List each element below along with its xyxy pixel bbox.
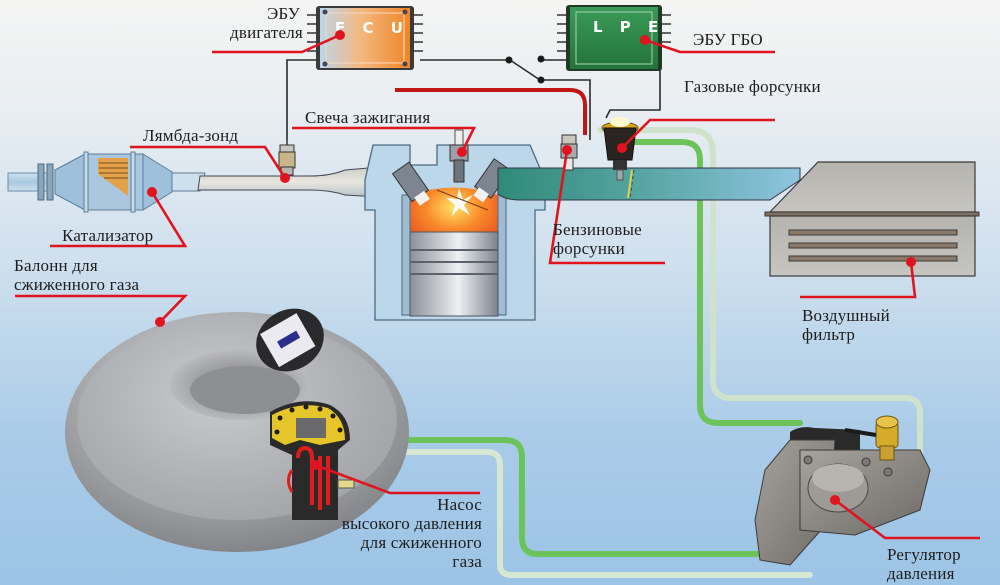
label-regulator-line1: Регулятор xyxy=(887,545,961,564)
callout-pump xyxy=(314,463,480,495)
label-petrol-injectors-line2: форсунки xyxy=(553,239,625,258)
label-pump-line1: Насос xyxy=(437,495,482,514)
label-catalyst: Катализатор xyxy=(62,226,154,245)
lambda-probe xyxy=(278,140,296,176)
intake-manifold xyxy=(497,167,801,201)
callout-air-filter xyxy=(800,261,917,299)
callout-catalyst xyxy=(50,191,188,248)
label-ecu-engine-line1: ЭБУ xyxy=(266,4,300,23)
callout-lambda xyxy=(130,145,287,179)
tank-line-pale xyxy=(312,449,813,578)
label-pressure-regulator: Регулятор давления xyxy=(887,545,961,583)
switch-node xyxy=(537,55,545,63)
callout-ecu xyxy=(212,33,341,54)
lpg-tank xyxy=(65,308,409,552)
label-petrol-injectors-line1: Бензиновые xyxy=(553,220,642,239)
lpe-chip-label: L P E xyxy=(593,18,664,36)
callout-lpe xyxy=(644,38,775,54)
exhaust-system xyxy=(7,151,381,213)
ecu-lpg-chip: L P E xyxy=(557,5,671,71)
label-ecu-engine: ЭБУ двигателя xyxy=(230,4,303,42)
label-air-filter: Воздушный фильтр xyxy=(802,306,890,344)
label-air-filter-line2: фильтр xyxy=(802,325,856,344)
callout-dots xyxy=(147,30,916,505)
switch-node xyxy=(537,76,545,84)
label-air-filter-line1: Воздушный xyxy=(802,306,890,325)
callout-lines xyxy=(15,33,980,540)
callout-regulator xyxy=(834,498,980,540)
gas-lines xyxy=(307,127,923,578)
air-filter xyxy=(764,161,980,277)
label-ecu-engine-line2: двигателя xyxy=(230,23,303,42)
ecu-engine-chip: E C U xyxy=(307,6,423,70)
callout-tank xyxy=(15,294,189,323)
label-gas-injectors: Газовые форсунки xyxy=(684,77,821,96)
petrol-injector xyxy=(395,88,587,171)
label-pump-line2: высокого давления xyxy=(341,514,482,533)
label-pump-line4: газа xyxy=(452,552,482,571)
label-spark-plug: Свеча зажигания xyxy=(305,108,431,127)
engine xyxy=(364,129,546,321)
label-lpg-tank-line1: Балонн для xyxy=(14,256,98,275)
label-pump-line3: для сжиженного xyxy=(360,533,482,552)
ecu-chip-label: E C U xyxy=(335,19,409,37)
label-regulator-line2: давления xyxy=(887,564,955,583)
label-lpg-tank-line2: сжиженного газа xyxy=(14,275,140,294)
label-pump: Насос высокого давления для сжиженного г… xyxy=(300,495,482,571)
label-petrol-injectors: Бензиновые форсунки xyxy=(553,220,642,258)
callout-gas-injectors xyxy=(621,118,775,149)
gas-line-pale xyxy=(597,127,923,463)
label-lpg-tank: Балонн для сжиженного газа xyxy=(14,256,139,294)
label-lambda-probe: Лямбда-зонд xyxy=(143,126,239,145)
callout-spark-plug xyxy=(292,126,477,153)
pressure-regulator xyxy=(754,415,931,566)
label-ecu-lpg: ЭБУ ГБО xyxy=(693,30,763,49)
callout-petrol-injectors xyxy=(548,149,665,265)
gas-line-green xyxy=(627,139,803,426)
switch-node xyxy=(505,56,513,64)
